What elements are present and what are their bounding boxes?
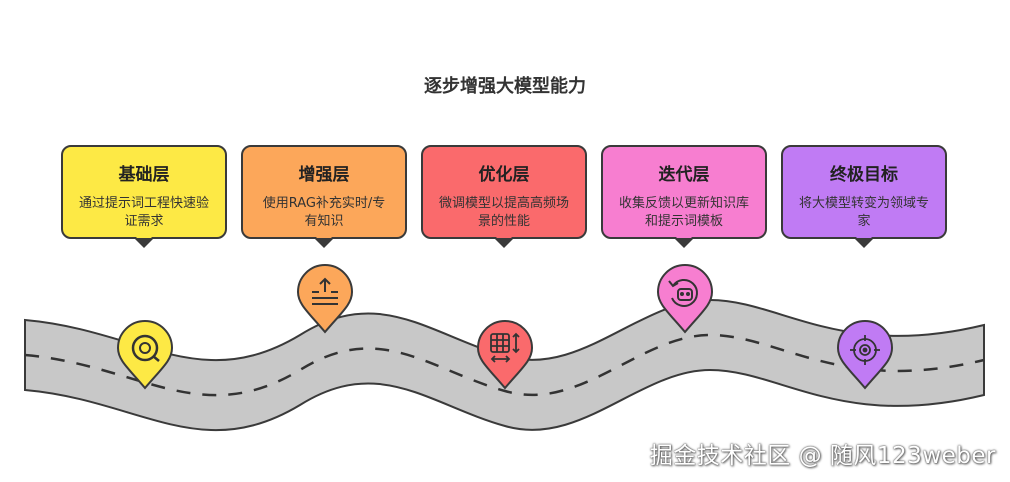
pin-optimize	[476, 320, 534, 390]
pin-enhance	[296, 264, 354, 334]
stage-title: 增强层	[298, 165, 350, 185]
stage-title: 终极目标	[830, 165, 898, 185]
card-tail	[316, 237, 332, 245]
road-centerline	[24, 333, 985, 397]
stage-title: 迭代层	[658, 165, 710, 185]
table-resize-icon	[490, 332, 520, 363]
watermark: 掘金技术社区 @ 随风123weber	[649, 443, 996, 469]
card-tail	[496, 237, 512, 245]
stage-title: 优化层	[478, 165, 530, 185]
stage-card-basic: 基础层 通过提示词工程快速验证需求	[61, 145, 227, 248]
upload-lines-icon	[312, 277, 338, 305]
stage-card-goal: 终极目标 将大模型转变为领域专家	[781, 145, 947, 248]
magnifier-q-icon	[131, 334, 160, 362]
card-tail	[856, 237, 872, 245]
diagram-title: 逐步增强大模型能力	[424, 76, 586, 97]
stage-card-optimize: 优化层 微调模型以提高高频场景的性能	[421, 145, 587, 248]
target-crosshair-icon	[850, 335, 880, 365]
pin-basic	[116, 320, 174, 390]
robot-refresh-icon	[668, 279, 698, 307]
pin-goal	[836, 320, 894, 390]
stage-card-iterate: 迭代层 收集反馈以更新知识库和提示词模板	[601, 145, 767, 248]
stage-desc: 收集反馈以更新知识库和提示词模板	[618, 196, 749, 229]
card-tail	[676, 237, 692, 245]
stage-desc: 将大模型转变为领域专家	[798, 196, 929, 229]
stage-card-enhance: 增强层 使用RAG补充实时/专有知识	[241, 145, 407, 248]
stage-desc: 通过提示词工程快速验证需求	[78, 196, 209, 229]
card-tail	[136, 237, 152, 245]
pin-iterate	[656, 264, 714, 334]
stage-desc: 使用RAG补充实时/专有知识	[262, 196, 386, 229]
stage-desc: 微调模型以提高高频场景的性能	[438, 196, 569, 229]
stage-title: 基础层	[118, 165, 170, 185]
